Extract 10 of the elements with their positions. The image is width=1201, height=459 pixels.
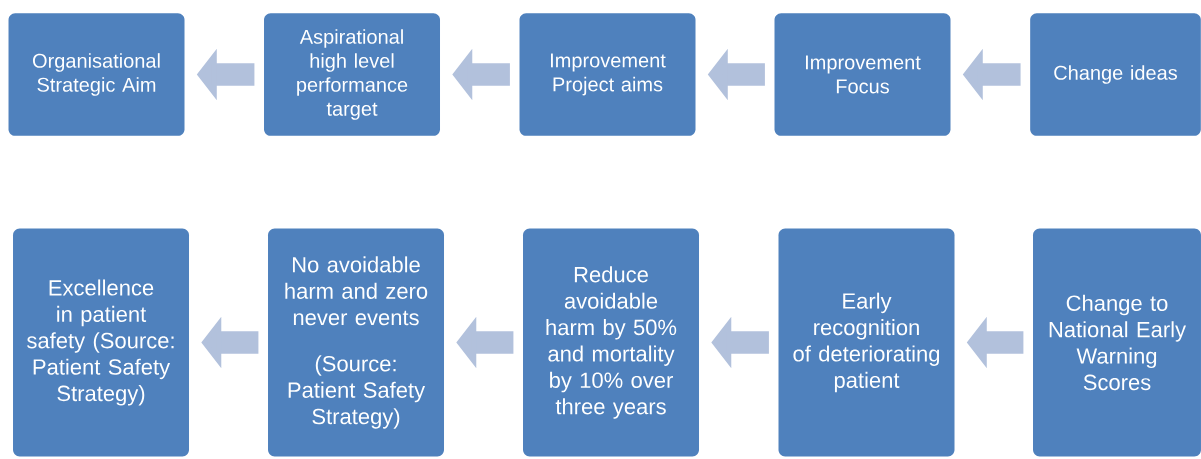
process-box: Early recognition of deteriorating patient (778, 228, 955, 457)
process-box: Improvement Focus (774, 13, 951, 136)
process-box: No avoidable harm and zero never events (Source: Patient Safety Strategy) (268, 228, 444, 457)
process-box: Improvement Project aims (519, 13, 696, 136)
process-box: Organisational Strategic Aim (8, 13, 185, 136)
process-box: Aspirational high level performance target (264, 13, 440, 136)
process-box: Reduce avoidable harm by 50% and mortality by 10% over three years (523, 228, 699, 457)
process-box: Excellence in patient safety (Source: Patient Safety Strategy) (13, 228, 189, 457)
process-box: Change ideas (1030, 13, 1201, 136)
process-box: Change to National Early Warning Scores (1033, 228, 1201, 457)
